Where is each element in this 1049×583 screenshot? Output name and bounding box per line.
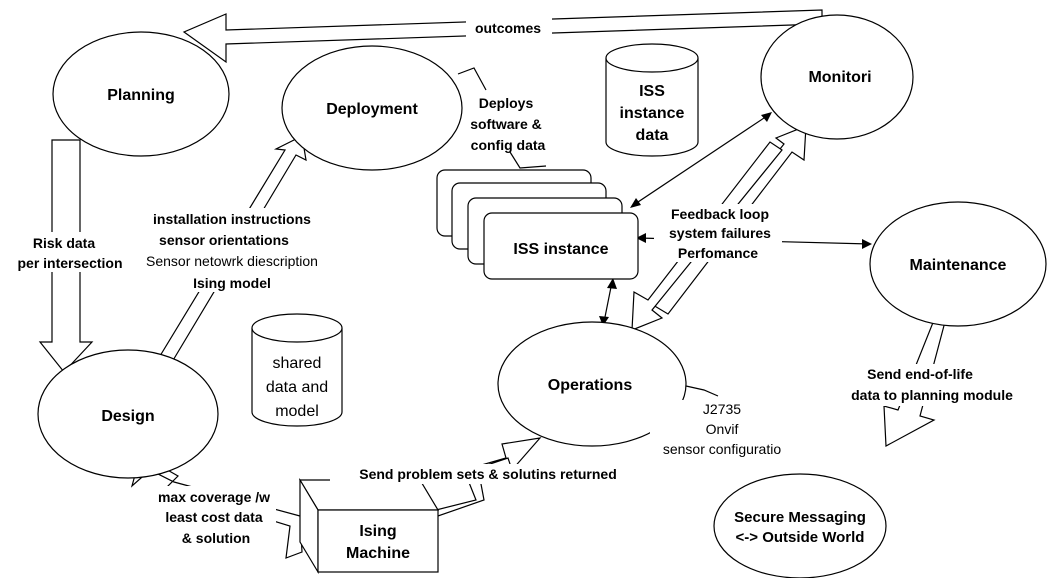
deployment-to-iss-connector [457, 67, 487, 91]
deploys-connector [509, 151, 547, 169]
iss-instance-label: ISS instance [513, 241, 608, 258]
j2735-label-3: sensor configuratio [663, 441, 782, 457]
monitoring-node [760, 14, 914, 140]
j2735-label-bg [650, 400, 796, 458]
secure-messaging-label-2: <-> Outside World [736, 529, 865, 546]
end-of-life-label-1: Send end-of-life [867, 366, 973, 382]
operations-label: Operations [548, 377, 633, 394]
problem-sets-label-bg [330, 464, 648, 484]
planning-label: Planning [107, 87, 175, 104]
iss-maintenance-arrowhead-2 [862, 239, 872, 249]
monitoring-label: Monitori [808, 69, 871, 86]
deploys-label-1: Deploys [479, 95, 534, 111]
iss-data-label-1: ISS [639, 83, 665, 100]
end-of-life-label-2: data to planning module [851, 387, 1013, 403]
installation-label-4: Ising model [193, 275, 271, 291]
max-coverage-label-2: least cost data [165, 509, 262, 525]
problem-sets-label: Send problem sets & solutins returned [359, 466, 617, 482]
operations-to-messaging-connector [685, 385, 719, 397]
feedback-label-2: system failures [669, 225, 771, 241]
secure-messaging-label-1: Secure Messaging [734, 509, 866, 526]
iss-data-label-3: data [636, 127, 669, 144]
feedback-label-1: Feedback loop [671, 206, 769, 222]
iss-monitoring-double-arrow [631, 113, 771, 207]
deployment-node [281, 45, 463, 171]
j2735-label-1: J2735 [703, 401, 741, 417]
deploys-label-3: config data [471, 137, 546, 153]
outcomes-label-bg [466, 18, 552, 38]
ising-machine-label-2: Machine [346, 545, 410, 562]
shared-data-store: shared data and model [251, 313, 343, 427]
planning-node [52, 31, 230, 157]
shared-data-label-3: model [275, 403, 319, 420]
iss-maintenance-arrowhead-1 [636, 233, 646, 243]
max-coverage-label-1: max coverage /w [158, 489, 270, 505]
deployment-label: Deployment [326, 101, 418, 118]
feedback-label-3: Perfomance [678, 245, 758, 261]
feedback-label-bg [654, 204, 782, 262]
max-coverage-label-3: & solution [182, 530, 250, 546]
risk-data-label-1: Risk data [33, 235, 95, 251]
iss-monitoring-arrowhead-1 [630, 198, 641, 208]
design-node [37, 349, 219, 479]
j2735-label-2: Onvif [706, 421, 739, 437]
iss-operations-arrowhead-2 [599, 316, 609, 326]
installation-label-2: sensor orientations [159, 232, 289, 248]
end-of-life-label-bg [848, 364, 1020, 406]
max-coverage-label-bg [150, 486, 276, 548]
design-label: Design [101, 408, 154, 425]
installation-label-1: installation instructions [153, 211, 311, 227]
shared-data-label-2: data and [266, 379, 328, 396]
iss-instance-data-store: ISS instance data [605, 43, 699, 157]
ising-machine-node [317, 509, 439, 573]
operations-node [497, 321, 687, 447]
iss-instance-node [483, 212, 639, 280]
secure-messaging-node [713, 473, 887, 579]
iss-operations-arrowhead-1 [607, 278, 617, 289]
deploys-label-2: software & [470, 116, 542, 132]
maintenance-label: Maintenance [910, 257, 1007, 274]
installation-label-bg [130, 208, 338, 292]
iss-monitoring-arrowhead-2 [761, 112, 772, 122]
risk-data-label-2: per intersection [17, 255, 122, 271]
ising-machine-top [298, 479, 440, 511]
outcomes-label: outcomes [475, 20, 541, 36]
iss-data-label-2: instance [620, 105, 685, 122]
outcomes-arrow [182, 9, 823, 64]
installation-label-3: Sensor netowrk diescription [146, 253, 318, 269]
ising-machine-label-1: Ising [359, 523, 396, 540]
maintenance-node [869, 201, 1047, 327]
iss-operations-double-arrow [603, 281, 613, 323]
shared-data-label-1: shared [273, 355, 322, 372]
